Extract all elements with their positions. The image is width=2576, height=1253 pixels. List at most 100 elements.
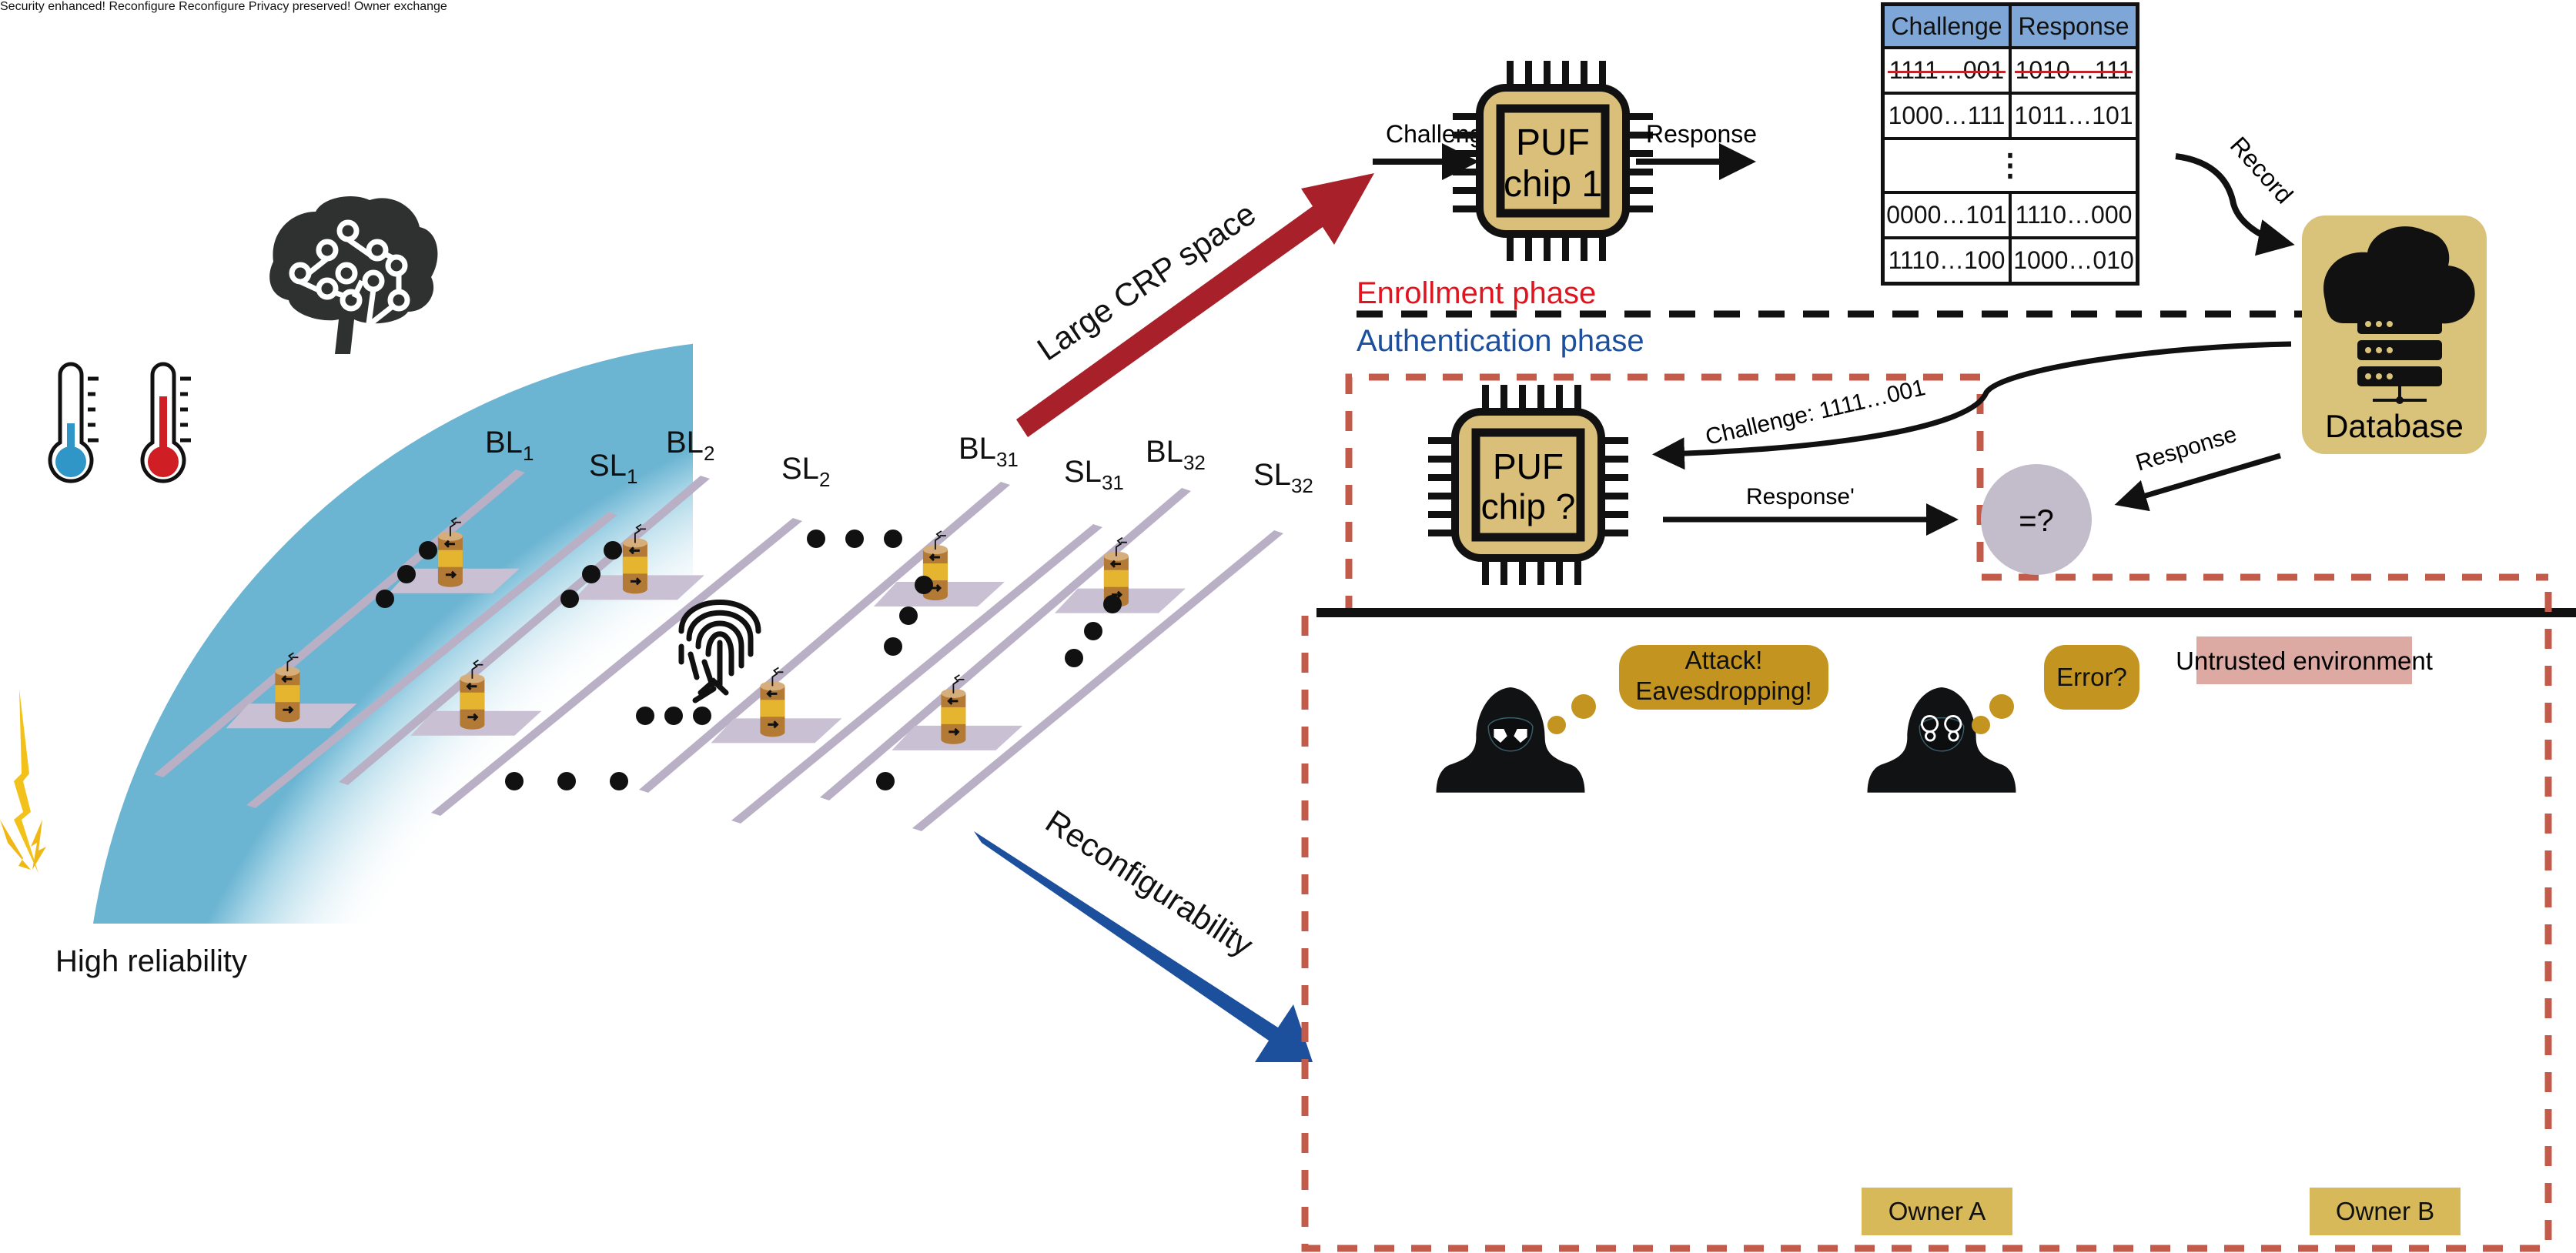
ellipsis-dot [610, 772, 628, 790]
database-label: Database [2325, 408, 2464, 444]
ellipsis-dot [845, 530, 864, 548]
reconfigure-arrow-1: Reconfigure [109, 0, 176, 13]
thought-dots-2 [1972, 694, 2014, 734]
ellipsis-dot [582, 565, 601, 583]
ellipsis-dot [505, 772, 524, 790]
ellipsis-dot [1065, 649, 1083, 667]
untrusted-env-badge [2196, 637, 2412, 684]
ellipsis-dot [693, 707, 711, 725]
ellipsis-dot [557, 772, 576, 790]
response-prime-label: Response' [1746, 484, 1855, 510]
privacy-label: Privacy preserved! [248, 0, 351, 13]
owner-exchange-box: Owner exchange Challenge Response 1111…0… [354, 0, 2461, 1235]
label-bl2: BL2 [666, 426, 714, 465]
crp-cell: 1111…001 [1881, 46, 2012, 95]
cloud-server-icon [2323, 226, 2475, 404]
record-label: Record [2225, 132, 2299, 209]
crp-row: 1000…111 1011…101 [1881, 92, 2139, 140]
owner-a-tag: Owner A [1862, 1188, 2012, 1235]
ellipsis-dot [664, 707, 683, 725]
label-bl32: BL32 [1146, 435, 1206, 474]
label-sl2: SL2 [781, 452, 830, 491]
label-sl1: SL1 [589, 449, 637, 488]
ellipsis-dot [915, 576, 933, 594]
db-response-arrow: Response [2114, 422, 2281, 512]
svg-text:PUF: PUF [1516, 122, 1590, 163]
ellipsis-dot [1084, 622, 1102, 640]
hacker-confused-icon [1866, 687, 2017, 794]
attack-bubble: Attack! Eavesdropping! [1619, 645, 1828, 710]
compare-node: =? [1981, 464, 2092, 575]
reliability-dome [93, 343, 693, 924]
enroll-response-label: Response [1646, 120, 1757, 148]
crossbar-array [154, 469, 1283, 831]
security-arrow: Security enhanced! [0, 0, 105, 13]
ellipsis-dot [636, 707, 654, 725]
record-arrow: Record [2175, 132, 2299, 256]
svg-text:=?: =? [2019, 504, 2054, 538]
source-line [246, 512, 617, 808]
svg-text:chip 1: chip 1 [1504, 164, 1602, 205]
crp-table: Challenge Response 1111…001 1010…111 100… [1881, 2, 2139, 286]
ellipsis-dot [899, 606, 918, 625]
lightning-icon [0, 689, 46, 874]
crp-ellipsis: ⋮ [1881, 137, 2139, 194]
reconfigure-arrow-2: Reconfigure [179, 0, 246, 13]
ellipsis-dot [376, 590, 394, 608]
untrusted-env-label: Untrusted environment [2176, 647, 2433, 675]
ellipsis-dot [876, 772, 895, 790]
crp-row: 0000…101 1110…000 [1881, 191, 2139, 239]
ellipsis-dot [884, 530, 902, 548]
reconfig-arrow: Reconfigurability [974, 803, 1313, 1062]
ellipsis-dot [807, 530, 825, 548]
brain-network-icon [269, 196, 438, 354]
svg-text:chip ?: chip ? [1481, 486, 1576, 526]
thermometer-cold-icon [48, 362, 99, 483]
ellipsis-dot [1103, 595, 1122, 613]
authentication-phase-label: Authentication phase [1357, 324, 1644, 358]
crp-header-response: Response [2009, 2, 2139, 49]
auth-challenge-label: Challenge: 1111…001 [1703, 375, 1928, 450]
crp-cell: 1011…101 [2009, 92, 2139, 140]
db-response-label: Response [2133, 422, 2240, 476]
crp-cell: 1110…100 [1881, 236, 2012, 286]
crp-row: 1110…100 1000…010 [1881, 236, 2139, 286]
enroll-response-arrow: Response [1636, 120, 1757, 180]
label-bl31: BL31 [958, 432, 1019, 471]
thermometer-hot-icon [140, 362, 191, 483]
hacker-attacker-icon [1435, 687, 1586, 794]
crp-cell: 1000…111 [1881, 92, 2012, 140]
crp-cell: 1110…000 [2009, 191, 2139, 239]
ellipsis-dot [419, 541, 437, 560]
source-line [431, 518, 802, 816]
thought-dots-1 [1547, 694, 1596, 734]
crp-cell: 1000…010 [2009, 236, 2139, 286]
ellipsis-dot [884, 637, 902, 656]
puf-chip-1[interactable]: PUF chip 1 [1453, 61, 1653, 261]
database-node[interactable]: Database [2302, 216, 2487, 454]
crp-row-ellipsis: ⋮ [1881, 137, 2139, 194]
label-sl32: SL32 [1253, 458, 1313, 497]
crp-cell: 0000…101 [1881, 191, 2012, 239]
label-bl1: BL1 [485, 426, 534, 465]
bit-line [639, 482, 1010, 793]
trusted-zone-box [1345, 373, 2548, 616]
enrollment-phase-label: Enrollment phase [1357, 276, 1596, 310]
puf-chip-unknown[interactable]: PUF chip ? [1428, 385, 1628, 585]
array-labels: BL1 SL1 BL2 SL2 BL31 SL31 BL32 SL32 [485, 426, 1313, 497]
reliability-label: High reliability [55, 944, 247, 978]
source-line [731, 524, 1102, 824]
source-line [912, 530, 1283, 831]
ellipsis-dot [604, 541, 622, 560]
label-sl31: SL31 [1064, 455, 1124, 494]
fingerprint-icon [678, 600, 761, 703]
crp-row: 1111…001 1010…111 [1881, 46, 2139, 95]
reconfig-label: Reconfigurability [1039, 803, 1260, 964]
crp-arrow: Large CRP space [1016, 173, 1374, 437]
owner-b-tag: Owner B [2310, 1188, 2461, 1235]
error-bubble: Error? [2044, 645, 2139, 710]
crp-header-challenge: Challenge [1881, 2, 2012, 49]
response-prime-arrow: Response' [1663, 484, 1959, 536]
crp-cell: 1010…111 [2009, 46, 2139, 95]
